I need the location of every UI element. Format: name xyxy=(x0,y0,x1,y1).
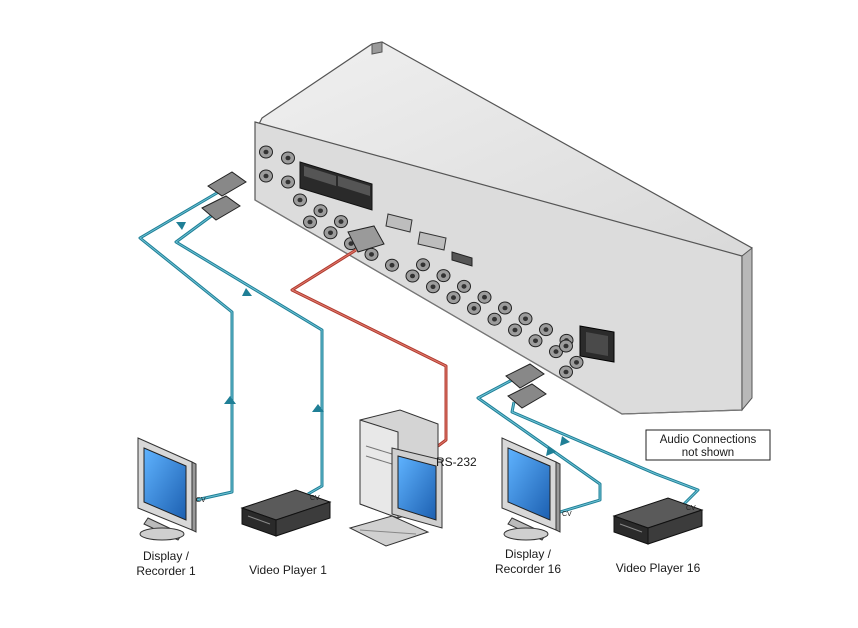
label-display-16-line2: Recorder 16 xyxy=(495,562,561,576)
rs232-cable xyxy=(290,248,448,448)
label-display-1-line1: Display / xyxy=(143,549,190,563)
bnc-connector xyxy=(364,247,379,261)
signal-direction-arrows xyxy=(176,222,570,456)
rs232-port xyxy=(385,213,413,233)
bnc-connector xyxy=(303,215,317,229)
db9-plug xyxy=(347,225,385,253)
bnc-connector xyxy=(385,258,399,272)
display-recorder-16 xyxy=(501,437,561,541)
video-cable-input-16 xyxy=(510,401,700,506)
bnc-connector xyxy=(446,291,461,305)
label-display-1-line2: Recorder 1 xyxy=(136,564,196,578)
bnc-connector xyxy=(281,175,295,189)
bnc-connector xyxy=(569,355,584,369)
video-player-1 xyxy=(240,489,332,537)
label-display-16-line1: Display / xyxy=(505,547,552,561)
bnc-connector xyxy=(259,145,273,159)
bnc-connector xyxy=(508,323,522,337)
bnc-connector xyxy=(293,193,307,207)
bnc-plug-out-1 xyxy=(207,171,247,197)
bnc-connector xyxy=(559,365,573,379)
control-computer xyxy=(348,409,443,547)
audio-terminal-blocks xyxy=(299,161,373,211)
bnc-connector xyxy=(426,280,440,294)
bnc-connector xyxy=(539,323,553,337)
bnc-connector-array xyxy=(259,145,584,379)
cv-label-player-16: CV xyxy=(686,505,696,512)
display-recorder-1 xyxy=(137,437,197,541)
video-cable-output-16 xyxy=(476,378,602,514)
audio-connections-callout: Audio Connections not shown xyxy=(645,429,771,461)
callout-line1: Audio Connections xyxy=(660,434,757,446)
bnc-plug-in-16 xyxy=(507,383,547,409)
bnc-plug-out-16 xyxy=(505,363,545,389)
bnc-connector xyxy=(259,169,273,183)
bnc-connector xyxy=(477,290,492,304)
bnc-plug-in-1 xyxy=(201,195,241,221)
bnc-connector xyxy=(498,301,512,315)
bnc-connector xyxy=(405,269,420,283)
bnc-connector xyxy=(313,204,328,218)
bnc-connector xyxy=(323,226,338,240)
label-video-player-16: Video Player 16 xyxy=(616,561,701,575)
bnc-connector xyxy=(416,258,430,272)
bnc-connector xyxy=(436,269,451,283)
bnc-connector xyxy=(281,151,295,165)
cv-label-display-1: CV xyxy=(196,497,206,504)
label-rs232: RS-232 xyxy=(436,455,477,469)
bnc-connector xyxy=(528,334,543,348)
bnc-connector xyxy=(467,301,481,315)
bnc-connector xyxy=(334,215,348,229)
bnc-connector xyxy=(518,312,533,326)
video-cable-input-1 xyxy=(174,212,324,496)
bnc-connector xyxy=(487,312,502,326)
rs485-port xyxy=(417,231,447,251)
bnc-connector xyxy=(559,339,573,353)
video-cable-output-1 xyxy=(138,188,234,502)
bnc-connector xyxy=(457,279,471,293)
callout-line2: not shown xyxy=(682,447,734,459)
power-socket xyxy=(579,325,615,363)
label-video-player-1: Video Player 1 xyxy=(249,563,327,577)
video-player-16 xyxy=(612,497,704,545)
cv-label-player-1: CV xyxy=(310,495,320,502)
cv-label-display-16: CV xyxy=(562,511,572,518)
dip-switch xyxy=(451,251,473,267)
matrix-switcher-chassis xyxy=(254,41,753,415)
